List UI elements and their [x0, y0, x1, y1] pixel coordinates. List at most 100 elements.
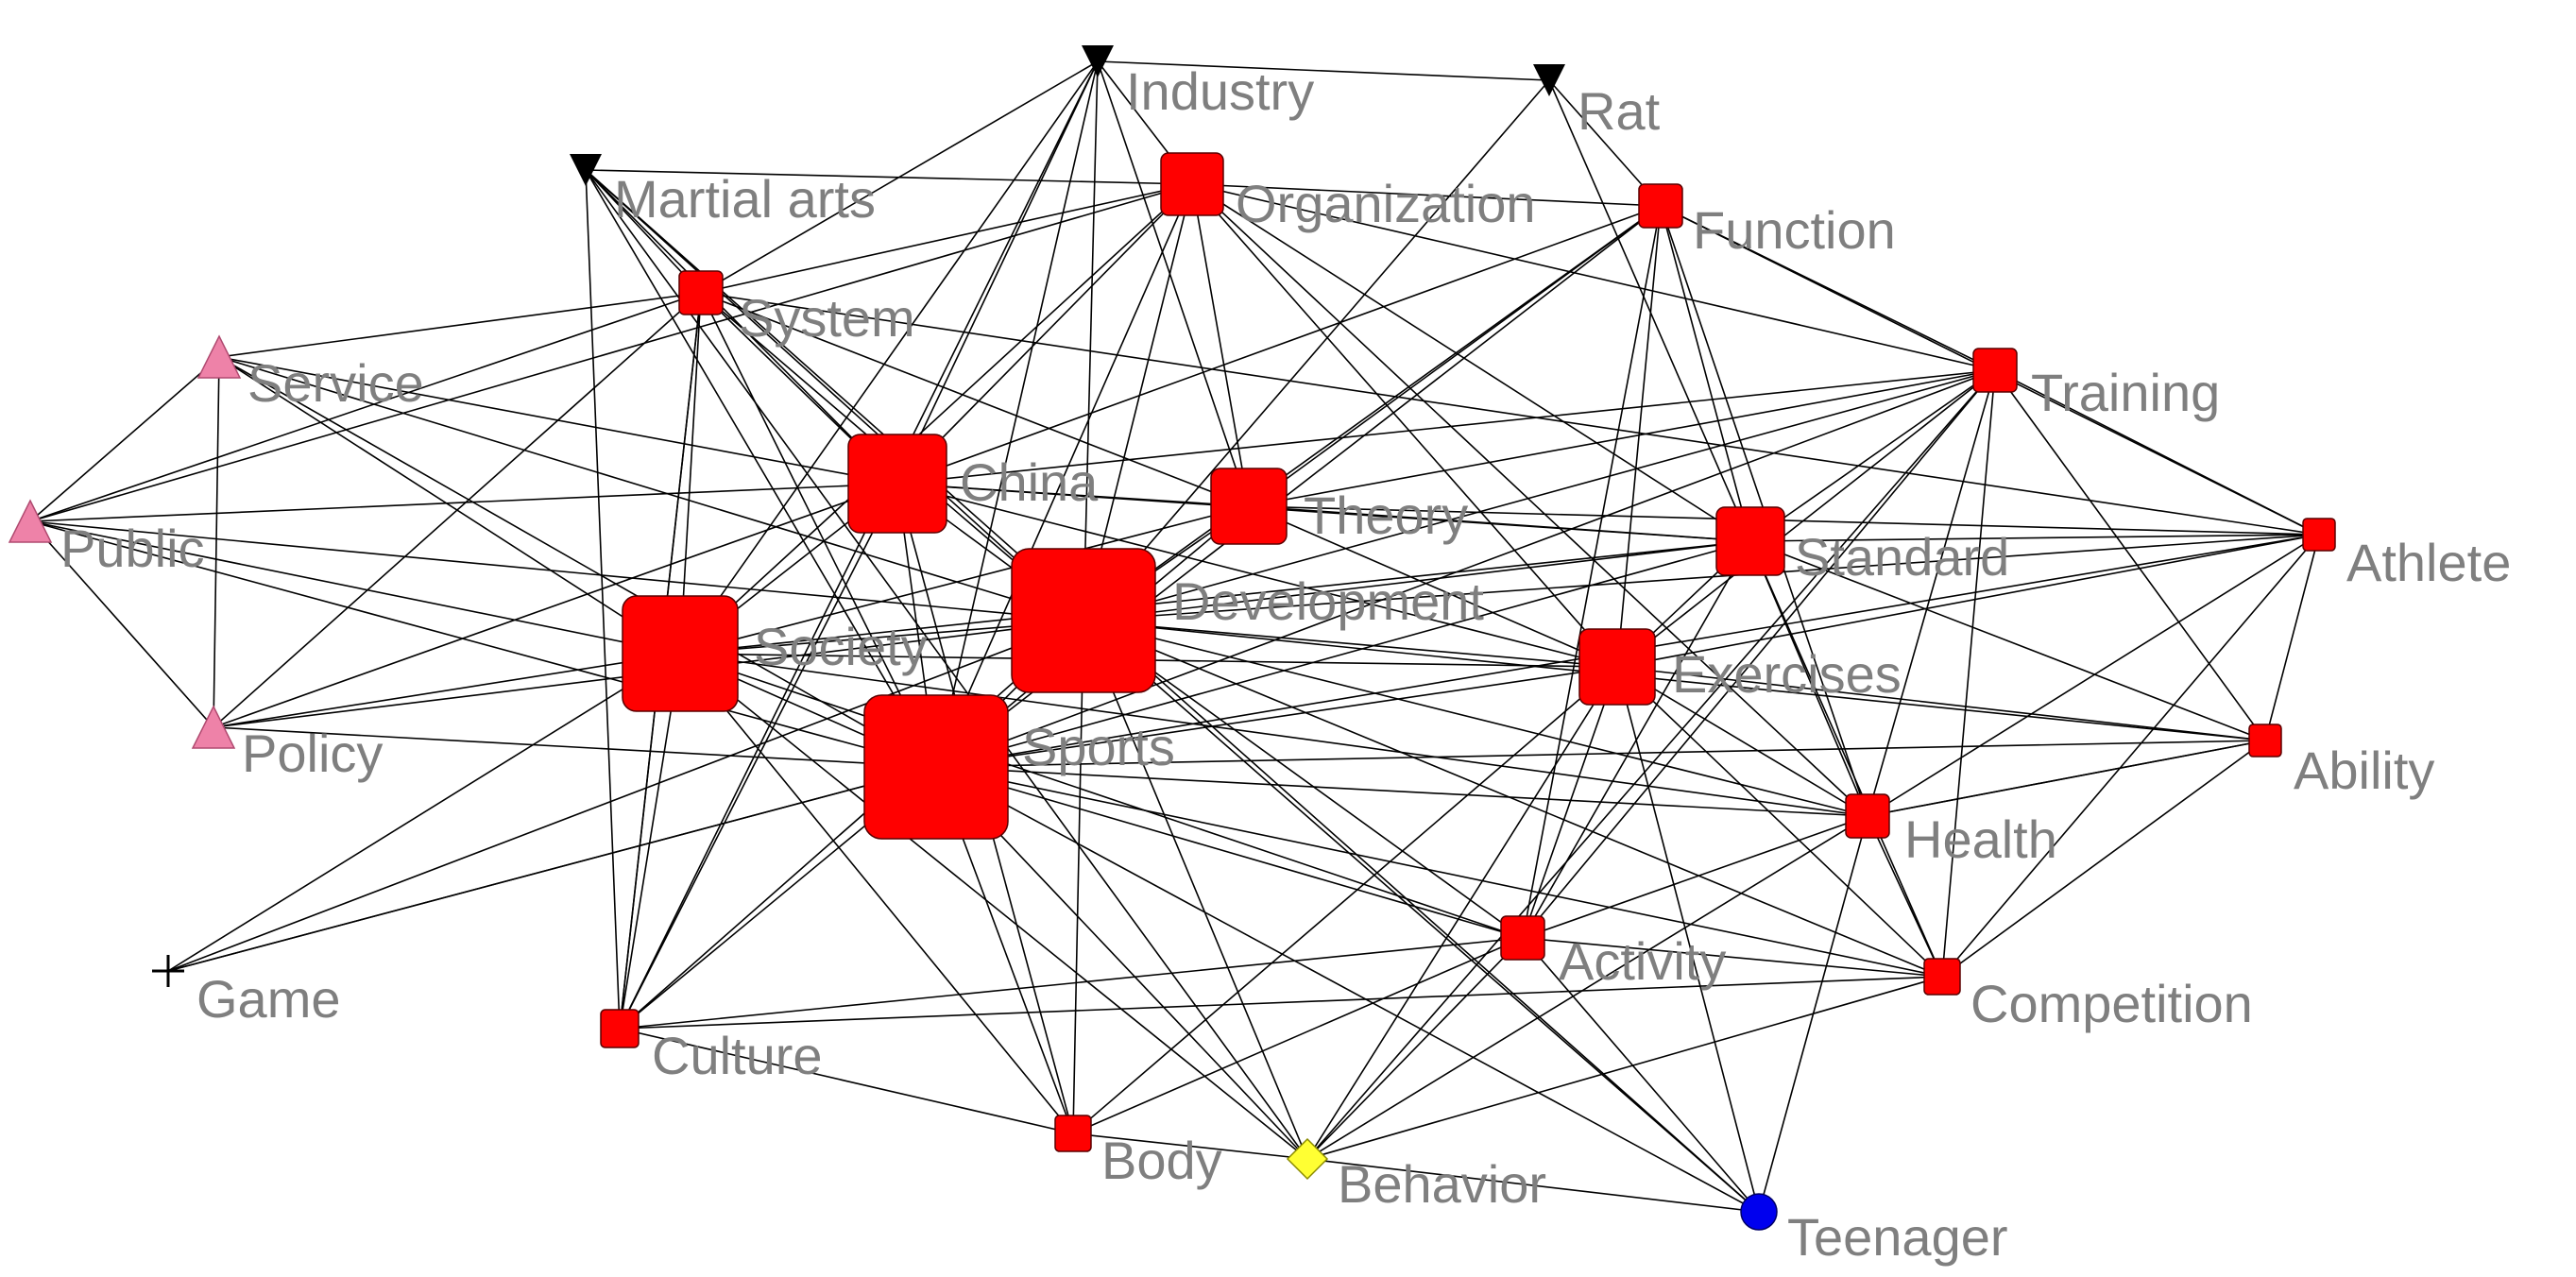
edge-health-training [1867, 369, 1996, 817]
edge-activity-training [1522, 369, 1996, 939]
edge-development-industry [1083, 60, 1099, 621]
edge-society-system [679, 292, 702, 655]
edge-standard-organization [1191, 183, 1751, 542]
node-layer [8, 45, 2336, 1231]
edge-society-culture [619, 653, 681, 1030]
edge-behavior-teenager [1306, 1158, 1760, 1213]
edge-body-behavior [1072, 1132, 1308, 1160]
edge-development-behavior [1083, 620, 1308, 1160]
node-public [8, 499, 53, 543]
label-martial: Martial arts [614, 169, 876, 229]
node-service [196, 334, 242, 379]
edge-theory-industry [1097, 60, 1250, 507]
node-athlete [2302, 518, 2336, 552]
edge-exercises-competition [1616, 666, 1943, 978]
label-training: Training [2031, 363, 2220, 422]
edge-system-industry [700, 60, 1099, 294]
node-culture [600, 1009, 640, 1048]
edge-society-standard [679, 540, 1751, 655]
node-policy [191, 705, 236, 749]
label-society: Society [754, 617, 928, 676]
edge-exercises-athlete [1616, 534, 2320, 668]
edge-development-athlete [1083, 534, 2320, 621]
label-theory: Theory [1304, 485, 1468, 545]
edge-culture-competition [619, 976, 1943, 1030]
edge-behavior-competition [1306, 976, 1943, 1160]
edge-system-public [29, 292, 702, 522]
edge-system-policy [213, 292, 702, 728]
label-activity: Activity [1559, 931, 1726, 991]
label-teenager: Teenager [1787, 1207, 2008, 1267]
edge-industry-culture [619, 60, 1099, 1030]
edge-sports-industry [935, 60, 1099, 768]
edge-exercises-teenager [1616, 666, 1760, 1213]
edge-society-public [29, 520, 681, 655]
label-development: Development [1172, 571, 1484, 631]
edge-society-organization [679, 183, 1193, 655]
edge-exercises-function [1616, 205, 1662, 668]
edge-china-martial [585, 169, 898, 485]
edge-industry-rat [1097, 60, 1550, 81]
edge-standard-athlete [1749, 534, 2320, 542]
edge-training-competition [1941, 369, 1996, 978]
edge-layer [29, 60, 2320, 1213]
edge-system-service [218, 292, 702, 358]
label-public: Public [60, 519, 205, 578]
edge-sports-service [218, 356, 937, 768]
edge-health-behavior [1306, 815, 1868, 1160]
edge-theory-training [1248, 369, 1996, 507]
edge-public-policy [29, 520, 214, 728]
edge-theory-organization [1191, 183, 1250, 507]
label-industry: Industry [1126, 61, 1314, 121]
edge-activity-body [1072, 937, 1524, 1134]
node-training [1972, 348, 2018, 393]
edge-theory-system [700, 292, 1250, 507]
edge-theory-exercises [1248, 505, 1618, 668]
label-exercises: Exercises [1672, 644, 1902, 704]
edge-exercises-health [1616, 666, 1868, 817]
node-behavior [1286, 1137, 1329, 1181]
edge-development-organization [1083, 183, 1193, 621]
edge-theory-standard [1248, 505, 1751, 542]
label-ability: Ability [2294, 741, 2434, 800]
node-china [847, 434, 947, 534]
edge-sports-activity [935, 766, 1524, 939]
node-body [1054, 1115, 1092, 1152]
edge-service-policy [213, 356, 220, 728]
edge-society-activity [679, 653, 1524, 939]
edge-game-society [167, 653, 681, 972]
node-game [152, 955, 184, 987]
node-industry [1082, 45, 1114, 77]
edge-organization-health [1191, 183, 1868, 817]
node-martial [570, 154, 602, 186]
edge-exercises-organization [1191, 183, 1618, 668]
label-competition: Competition [1970, 974, 2253, 1033]
edge-training-athlete [1994, 369, 2320, 536]
label-organization: Organization [1236, 174, 1536, 233]
edge-development-activity [1083, 620, 1524, 939]
edge-system-athlete [700, 292, 2320, 536]
edge-exercises-body [1072, 666, 1618, 1134]
edge-sports-policy [213, 726, 937, 768]
edge-sports-ability [935, 740, 2266, 768]
edge-standard-competition [1749, 540, 1943, 978]
edge-martial-teenager [585, 169, 1760, 1213]
edge-society-theory [679, 505, 1250, 655]
edge-sports-exercises [935, 666, 1618, 768]
edge-society-body [679, 653, 1074, 1134]
label-behavior: Behavior [1338, 1154, 1546, 1214]
edge-development-body [1072, 620, 1084, 1134]
label-body: Body [1101, 1131, 1222, 1190]
label-policy: Policy [242, 724, 383, 783]
edge-organization-martial [585, 169, 1193, 185]
edge-activity-culture [619, 937, 1524, 1030]
edge-activity-competition [1522, 937, 1943, 978]
edge-china-exercises [896, 483, 1618, 668]
node-system [678, 270, 724, 315]
edge-sports-competition [935, 766, 1943, 978]
node-ability [2248, 724, 2282, 758]
edge-organization-training [1191, 183, 1996, 371]
edge-health-competition [1867, 815, 1943, 978]
